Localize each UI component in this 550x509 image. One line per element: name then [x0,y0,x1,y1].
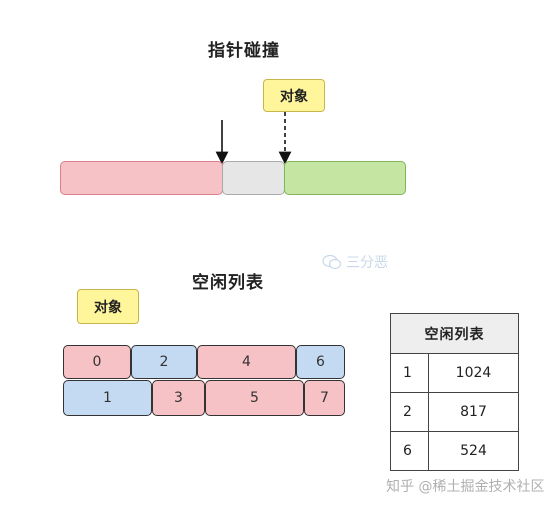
memory-block-5: 5 [205,380,304,416]
table-row: 2 817 [390,392,519,432]
free-list-table: 空闲列表 1 1024 2 817 6 524 [390,313,519,471]
memory-block-7: 7 [304,380,345,416]
used-memory-bar [60,161,223,195]
memory-block-6: 6 [296,345,345,379]
table-cell-index: 6 [390,431,429,471]
memory-block-2: 2 [131,345,197,379]
object-slot-bar [222,161,285,195]
memory-block-0: 0 [63,345,131,379]
memory-block-3: 3 [152,380,205,416]
bump-pointer-title: 指针碰撞 [208,41,280,61]
table-cell-size: 524 [428,431,519,471]
memory-block-4: 4 [197,345,296,379]
watermark-center: 三分恶 [322,252,388,272]
object-tag-bottom: 对象 [77,289,139,324]
wechat-icon [322,254,342,270]
table-cell-size: 1024 [428,353,519,393]
table-row: 1 1024 [390,353,519,393]
footer-watermark: 知乎 @稀土掘金技术社区 [386,479,545,495]
table-cell-size: 817 [428,392,519,432]
object-tag-top: 对象 [263,79,325,112]
table-cell-index: 2 [390,392,429,432]
table-row: 6 524 [390,431,519,471]
free-list-title: 空闲列表 [192,273,264,293]
table-cell-index: 1 [390,353,429,393]
memory-block-1: 1 [63,380,152,416]
watermark-center-text: 三分恶 [346,255,388,271]
table-header-row: 空闲列表 [390,313,519,354]
free-memory-bar [284,161,406,195]
table-header: 空闲列表 [390,313,519,354]
